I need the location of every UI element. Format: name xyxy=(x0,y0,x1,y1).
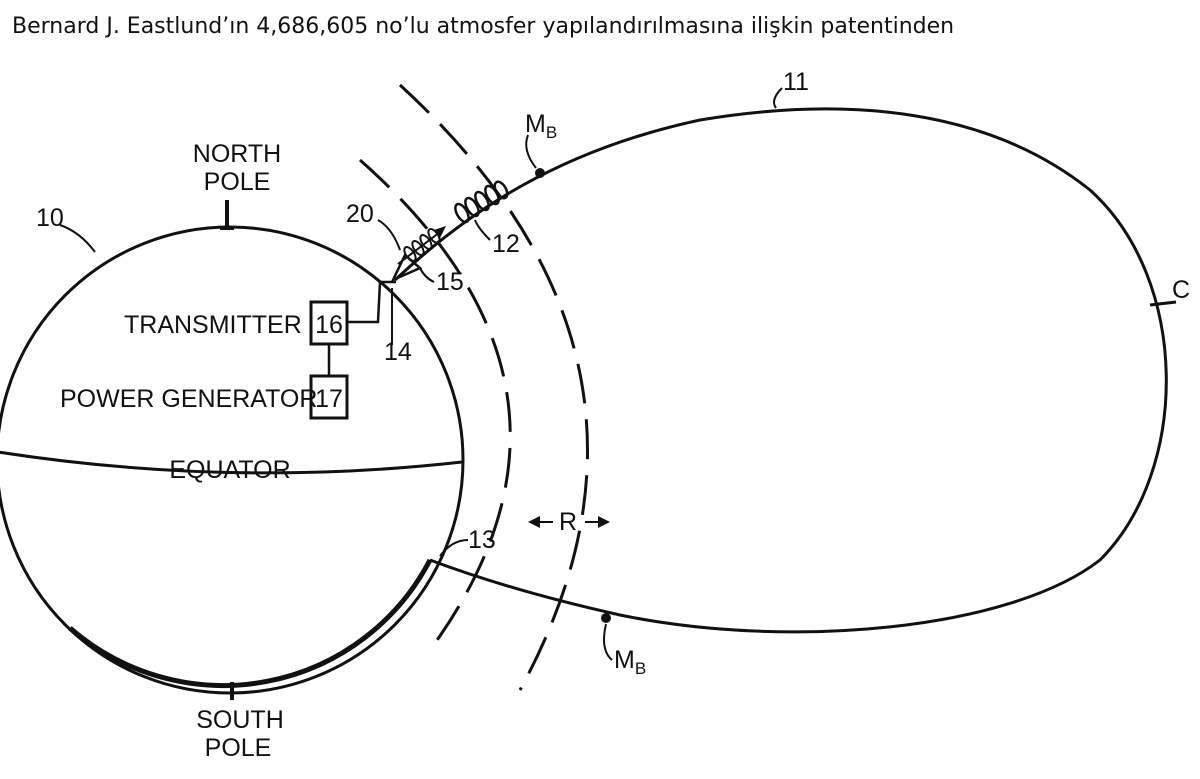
leader-mb-lower xyxy=(603,623,613,661)
antenna-15 xyxy=(390,252,423,283)
leader-15 xyxy=(419,267,435,283)
south-pole-label-1: SOUTH xyxy=(196,706,284,734)
dashed-arc-outer xyxy=(398,83,589,691)
power-generator-number: 17 xyxy=(315,385,343,413)
mb-point-upper xyxy=(535,168,545,178)
ref-10: 10 xyxy=(36,204,64,232)
power-generator-label: POWER GENERATOR xyxy=(60,385,317,413)
c-tick xyxy=(1149,300,1177,307)
helix-coil-12 xyxy=(454,180,509,224)
mb-label-upper: MB xyxy=(525,110,557,142)
figure-caption: Bernard J. Eastlund’ın 4,686,605 no’lu a… xyxy=(12,14,955,39)
beam-arrow xyxy=(397,231,441,265)
ref-13: 13 xyxy=(468,526,496,554)
equator-label: EQUATOR xyxy=(169,456,290,484)
transmitter-label: TRANSMITTER xyxy=(124,311,302,339)
leader-11 xyxy=(773,87,783,109)
leader-13 xyxy=(439,539,469,557)
leader-10 xyxy=(59,224,96,253)
feed-wire xyxy=(347,280,396,324)
mb-label-lower: MB xyxy=(614,646,646,678)
ref-12: 12 xyxy=(492,230,520,258)
south-pole-label-2: POLE xyxy=(205,734,272,762)
field-line-loop xyxy=(393,107,1168,634)
ref-20: 20 xyxy=(346,200,374,228)
leader-12 xyxy=(474,219,491,241)
ref-11: 11 xyxy=(783,68,809,96)
label-c: C xyxy=(1172,276,1190,304)
mb-point-lower xyxy=(601,613,611,623)
ref-14: 14 xyxy=(384,338,412,366)
ref-15: 15 xyxy=(436,268,464,296)
label-r: R xyxy=(559,508,577,536)
equator-line xyxy=(0,450,463,475)
transmitter-number: 16 xyxy=(315,311,343,339)
earth-rim-shadow xyxy=(68,558,433,688)
leader-mb-upper xyxy=(525,134,537,169)
north-pole-label-2: POLE xyxy=(204,168,271,196)
dashed-arc-inner xyxy=(359,158,512,651)
north-pole-label-1: NORTH xyxy=(193,140,281,168)
power-generator-box xyxy=(309,374,349,420)
leader-20 xyxy=(377,219,401,251)
